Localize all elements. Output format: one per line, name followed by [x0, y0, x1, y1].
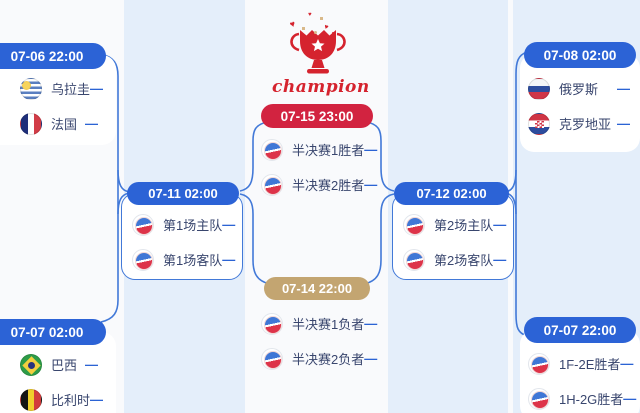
match-time-pill: 07-12 02:00: [394, 182, 509, 205]
team-badge-icon: [261, 312, 283, 335]
team-name: 法国: [51, 117, 78, 132]
team-badge-icon: [132, 248, 154, 271]
team-row[interactable]: 第2场主队 —: [393, 207, 513, 242]
score-placeholder: —: [85, 357, 98, 372]
match-time-pill: 07-11 02:00: [127, 182, 239, 205]
team-row[interactable]: 半决赛1胜者 —: [253, 132, 381, 167]
team-badge-icon: [261, 347, 283, 370]
team-name: 比利时: [51, 393, 91, 408]
croatia-flag-icon: [528, 112, 550, 135]
team-badge-icon: [261, 173, 283, 196]
team-name: 第1场主队: [163, 218, 223, 233]
champion-label: champion: [272, 77, 370, 97]
match-card-third-place: 半决赛1负者 — 半决赛2负者 —: [253, 306, 381, 376]
team-badge-icon: [403, 248, 425, 271]
confetti-dot-icon: [302, 27, 305, 30]
score-placeholder: —: [493, 217, 507, 232]
match-time-pill: 07-07 22:00: [524, 317, 636, 343]
third-place-time-pill: 07-14 22:00: [264, 277, 370, 300]
team-name: 第1场客队: [163, 253, 223, 268]
score-placeholder: —: [364, 316, 378, 331]
team-name: 半决赛1胜者: [292, 143, 365, 158]
team-row[interactable]: 巴西 —: [0, 347, 116, 382]
team-row[interactable]: 第1场客队 —: [122, 242, 242, 277]
team-row[interactable]: 第2场客队 —: [393, 242, 513, 277]
match-card-semifinal-2: 第2场主队 — 第2场客队 —: [392, 193, 514, 280]
team-badge-icon: [132, 213, 154, 236]
team-badge-icon: [528, 352, 550, 375]
team-badge-icon: [261, 138, 283, 161]
match-card-brazil-belgium: 巴西 — 比利时 —: [0, 332, 116, 413]
score-placeholder: —: [617, 116, 630, 131]
team-name: 第2场客队: [434, 253, 494, 268]
team-row[interactable]: 1F-2E胜者 —: [520, 346, 640, 381]
team-name: 半决赛2胜者: [292, 178, 365, 193]
score-placeholder: —: [623, 391, 637, 406]
team-badge-icon: [403, 213, 425, 236]
score-placeholder: —: [90, 81, 104, 96]
score-placeholder: —: [620, 356, 634, 371]
team-row[interactable]: 俄罗斯 —: [520, 71, 640, 106]
score-placeholder: —: [90, 392, 104, 407]
match-card-quarterfinal-winners: 1F-2E胜者 — 1H-2G胜者 —: [520, 330, 640, 413]
uruguay-flag-icon: [20, 77, 42, 100]
match-card-final: 半决赛1胜者 — 半决赛2胜者 —: [253, 132, 381, 202]
russia-flag-icon: [528, 77, 550, 100]
match-time-pill: 07-07 02:00: [0, 319, 106, 345]
team-row[interactable]: 半决赛2负者 —: [253, 341, 381, 376]
team-name: 1H-2G胜者: [559, 392, 624, 407]
score-placeholder: —: [222, 252, 236, 267]
trophy-icon: [290, 30, 346, 74]
team-row[interactable]: 乌拉圭 —: [0, 71, 116, 106]
team-name: 半决赛1负者: [292, 317, 365, 332]
team-name: 俄罗斯: [559, 82, 599, 97]
team-name: 第2场主队: [434, 218, 494, 233]
team-badge-icon: [528, 387, 550, 410]
match-time-pill: 07-08 02:00: [524, 42, 636, 68]
score-placeholder: —: [364, 142, 378, 157]
belgium-flag-icon: [20, 388, 42, 411]
team-row[interactable]: 半决赛1负者 —: [253, 306, 381, 341]
score-placeholder: —: [364, 177, 378, 192]
team-row[interactable]: 第1场主队 —: [122, 207, 242, 242]
confetti-heart-icon: ♥: [308, 12, 312, 18]
france-flag-icon: [20, 112, 42, 135]
team-name: 1F-2E胜者: [559, 357, 621, 372]
team-name: 巴西: [51, 358, 78, 373]
team-row[interactable]: 法国 —: [0, 106, 116, 141]
confetti-dot-icon: [320, 17, 323, 20]
team-name: 克罗地亚: [559, 117, 612, 132]
brazil-flag-icon: [20, 353, 42, 376]
score-placeholder: —: [85, 116, 98, 131]
confetti-dot-icon: [314, 31, 317, 34]
team-row[interactable]: 比利时 —: [0, 382, 116, 413]
match-card-semifinal-1: 第1场主队 — 第1场客队 —: [121, 193, 243, 280]
confetti-dot-icon: [332, 32, 334, 34]
match-card-russia-croatia: 俄罗斯 — 克罗地亚 —: [520, 54, 640, 152]
score-placeholder: —: [364, 351, 378, 366]
team-name: 半决赛2负者: [292, 352, 365, 367]
team-row[interactable]: 半决赛2胜者 —: [253, 167, 381, 202]
final-time-pill: 07-15 23:00: [261, 104, 373, 128]
match-time-pill: 07-06 22:00: [0, 43, 106, 69]
team-name: 乌拉圭: [51, 82, 91, 97]
team-row[interactable]: 1H-2G胜者 —: [520, 381, 640, 413]
score-placeholder: —: [222, 217, 236, 232]
champion-block: ♥ ♥ ♥ champion: [272, 12, 370, 98]
score-placeholder: —: [617, 81, 630, 96]
team-row[interactable]: 克罗地亚 —: [520, 106, 640, 141]
match-card-uruguay-france: 乌拉圭 — 法国 —: [0, 55, 116, 145]
score-placeholder: —: [493, 252, 507, 267]
